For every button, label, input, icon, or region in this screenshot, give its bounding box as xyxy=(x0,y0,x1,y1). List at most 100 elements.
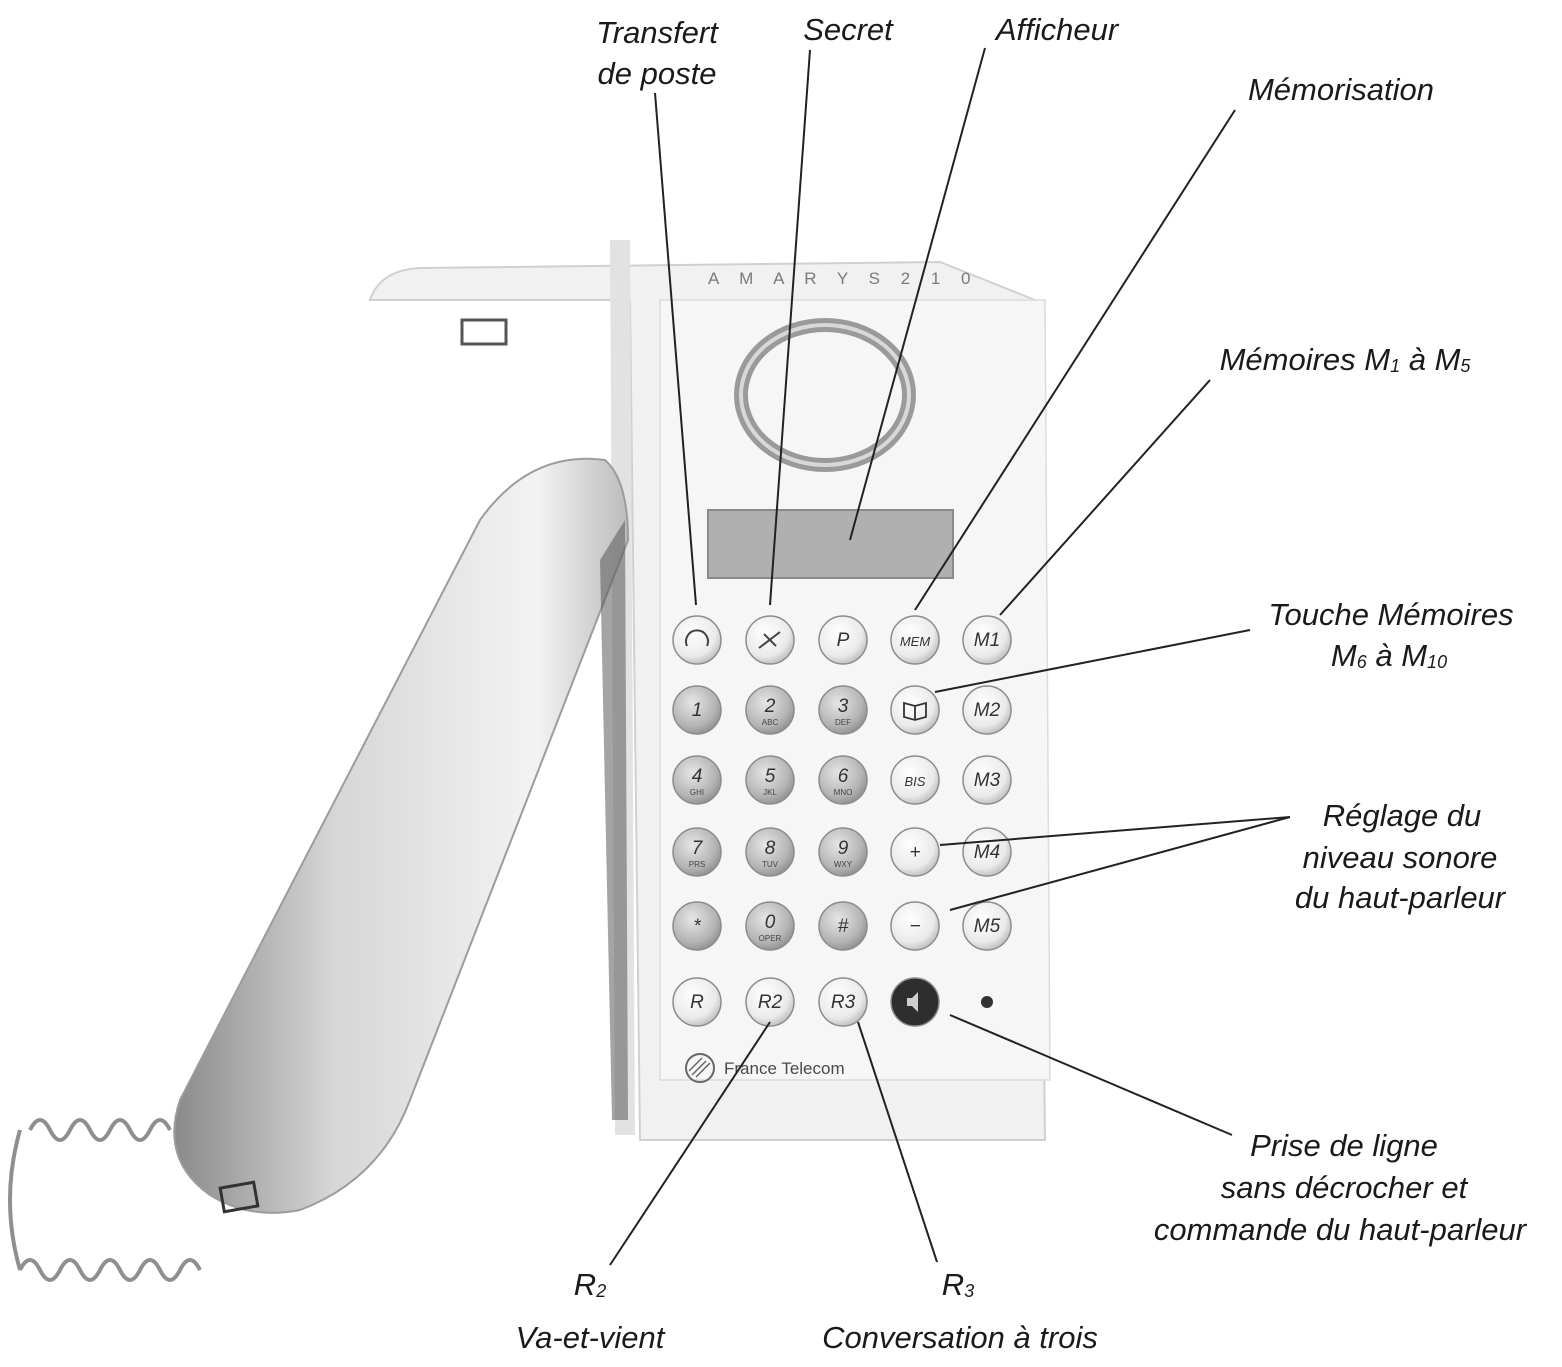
speaker-icon xyxy=(907,992,918,1012)
m1-key-label: M1 xyxy=(974,630,1000,651)
digit-key-hash[interactable]: # xyxy=(818,901,868,951)
callout-r2 xyxy=(609,1021,771,1266)
label-reglage-2: niveau sonore xyxy=(1302,840,1498,875)
label-touche-memoires-2: M6 à M10 xyxy=(1330,638,1448,673)
digit-key-7-label: 7 xyxy=(692,838,704,859)
m5-key-label: M5 xyxy=(974,916,1001,937)
digit-key-1[interactable]: 1 xyxy=(672,685,722,735)
label-reglage-1: Réglage du xyxy=(1322,798,1482,833)
digit-key-6-label: 6 xyxy=(838,766,849,787)
callout-memorisation xyxy=(914,109,1236,611)
mem-key-label: MEM xyxy=(900,634,931,649)
label-afficheur: Afficheur xyxy=(995,12,1119,47)
label-transfert-2: de poste xyxy=(597,56,717,91)
coiled-cord xyxy=(8,1118,202,1282)
callout-touche-memoires xyxy=(934,629,1251,693)
display-screen xyxy=(707,509,954,579)
label-r3: R3 xyxy=(941,1267,975,1302)
label-r2: R2 xyxy=(573,1267,607,1302)
digit-key-4-label: 4 xyxy=(692,766,703,787)
m3-key-label: M3 xyxy=(974,770,1001,791)
r-key[interactable]: R xyxy=(672,977,722,1027)
logo-text: France Telecom xyxy=(724,1059,845,1078)
digit-key-4-sublabel: GHI xyxy=(690,788,704,797)
label-reglage-3: du haut-parleur xyxy=(1294,880,1506,915)
led-indicator xyxy=(981,996,993,1008)
m5-key[interactable]: M5 xyxy=(962,901,1012,951)
digit-key-0-label: 0 xyxy=(765,912,776,933)
callout-prise xyxy=(949,1014,1233,1136)
label-prise-2: sans décrocher et xyxy=(1220,1170,1468,1205)
label-r3-desc: Conversation à trois xyxy=(822,1320,1098,1355)
label-r2-desc: Va-et-vient xyxy=(515,1320,665,1355)
pause-key[interactable]: P xyxy=(818,615,868,665)
digit-key-2-label: 2 xyxy=(764,696,776,717)
digit-key-5-label: 5 xyxy=(765,766,776,787)
secret-mute-icon xyxy=(758,631,781,649)
digit-key-8-label: 8 xyxy=(765,838,776,859)
label-prise-1: Prise de ligne xyxy=(1250,1128,1438,1163)
secret-key[interactable] xyxy=(745,615,795,665)
bis-key-label: BIS xyxy=(905,774,926,789)
callout-reglage-plus xyxy=(939,816,1291,846)
digit-key-5-sublabel: JKL xyxy=(763,788,777,797)
label-memorisation: Mémorisation xyxy=(1247,72,1435,107)
callout-lines xyxy=(609,47,1291,1266)
volume-up-key-label: + xyxy=(909,842,920,863)
m1-key[interactable]: M1 xyxy=(962,615,1012,665)
callout-transfert xyxy=(654,92,697,606)
digit-key-star[interactable]: * xyxy=(672,901,722,951)
bis-key[interactable]: BIS xyxy=(890,755,940,805)
m3-key[interactable]: M3 xyxy=(962,755,1012,805)
handset[interactable] xyxy=(173,457,630,1214)
m2-key[interactable]: M2 xyxy=(962,685,1012,735)
digit-key-hash-label: # xyxy=(838,916,849,937)
volume-down-key-label: − xyxy=(909,916,920,937)
digit-key-8-sublabel: TUV xyxy=(762,860,779,869)
digit-key-star-label: * xyxy=(693,916,701,937)
transfer-icon xyxy=(685,629,709,647)
digit-key-3-label: 3 xyxy=(838,696,849,717)
volume-up-key[interactable]: + xyxy=(890,827,940,877)
speaker-key[interactable] xyxy=(890,977,940,1027)
digit-key-3-sublabel: DEF xyxy=(835,718,851,727)
digit-key-9-sublabel: WXY xyxy=(834,860,853,869)
callout-secret xyxy=(769,49,811,606)
m4-key-label: M4 xyxy=(974,842,1000,863)
label-prise-3: commande du haut-parleur xyxy=(1153,1212,1527,1247)
volume-down-key[interactable]: − xyxy=(890,901,940,951)
digit-key-0-sublabel: OPER xyxy=(759,934,782,943)
label-secret: Secret xyxy=(803,12,893,47)
r3-key[interactable]: R3 xyxy=(818,977,868,1027)
mem-key[interactable]: MEM xyxy=(890,615,940,665)
phonebook-icon xyxy=(903,701,927,721)
digit-key-6-sublabel: MNO xyxy=(834,788,853,797)
digit-key-9-label: 9 xyxy=(838,838,849,859)
transfer-key[interactable] xyxy=(672,615,722,665)
phonebook-key[interactable] xyxy=(890,685,940,735)
digit-key-7-sublabel: PRS xyxy=(689,860,705,869)
m4-key[interactable]: M4 xyxy=(962,827,1012,877)
digit-key-2-sublabel: ABC xyxy=(762,718,779,727)
digit-key-1-label: 1 xyxy=(692,700,703,721)
cradle-hook-icon xyxy=(460,318,508,346)
pause-key-label: P xyxy=(837,630,850,651)
model-name: A M A R Y S 2 1 0 xyxy=(708,269,979,288)
callout-memoires xyxy=(999,379,1211,616)
r3-key-label: R3 xyxy=(831,992,856,1013)
r-key-label: R xyxy=(690,992,704,1013)
france-telecom-logo: France Telecom xyxy=(685,1053,845,1083)
callout-afficheur xyxy=(849,47,986,541)
r2-key[interactable]: R2 xyxy=(745,977,795,1027)
